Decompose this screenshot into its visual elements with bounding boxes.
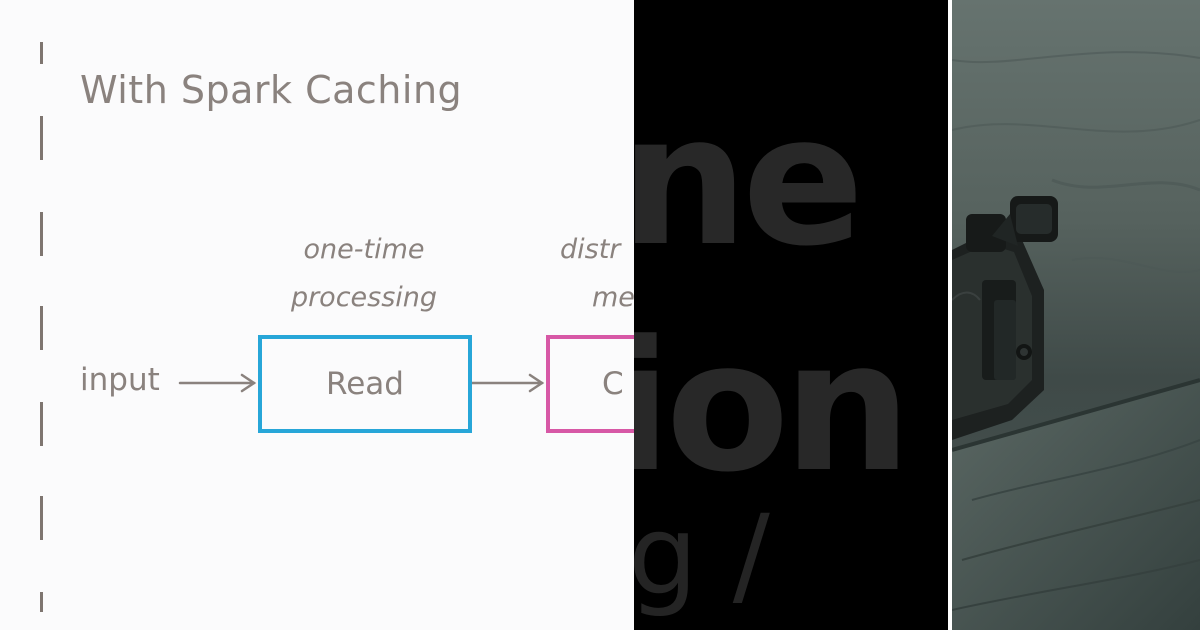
- panel-divider: [948, 0, 952, 630]
- annotation-line: distr: [560, 234, 621, 265]
- camera-photo-illustration: [952, 0, 1200, 630]
- cache-box: C: [546, 335, 634, 433]
- dashed-rule-segment: [40, 496, 43, 540]
- large-word-middle: ion: [634, 303, 912, 512]
- annotation-distributed-memory: distr me: [560, 226, 634, 322]
- camera-photo: [952, 0, 1200, 630]
- dashed-rule-segment: [40, 42, 43, 64]
- arrowhead-icon: [240, 373, 257, 393]
- dark-text-panel: ne ion g /: [634, 0, 948, 630]
- annotation-line: one-time: [303, 234, 425, 265]
- slide-panel: With Spark Caching one-time processing d…: [40, 42, 634, 612]
- large-word-top: ne: [634, 77, 864, 286]
- cache-box-label: C: [602, 366, 624, 402]
- annotation-one-time-processing: one-time processing: [270, 226, 458, 322]
- word-bottom: g /: [634, 491, 770, 619]
- dashed-rule-segment: [40, 306, 43, 350]
- annotation-line: me: [592, 282, 634, 313]
- dashed-rule-segment: [40, 402, 43, 446]
- slide-title: With Spark Caching: [80, 68, 463, 112]
- input-label: input: [80, 362, 160, 398]
- dashed-rule-segment: [40, 116, 43, 160]
- arrowhead-icon: [528, 373, 545, 393]
- read-box-label: Read: [326, 366, 404, 402]
- read-box: Read: [258, 335, 472, 433]
- flow-arrows: [178, 373, 545, 393]
- dashed-rule-segment: [40, 592, 43, 612]
- dashed-rule-segment: [40, 212, 43, 256]
- annotation-line: processing: [290, 282, 438, 313]
